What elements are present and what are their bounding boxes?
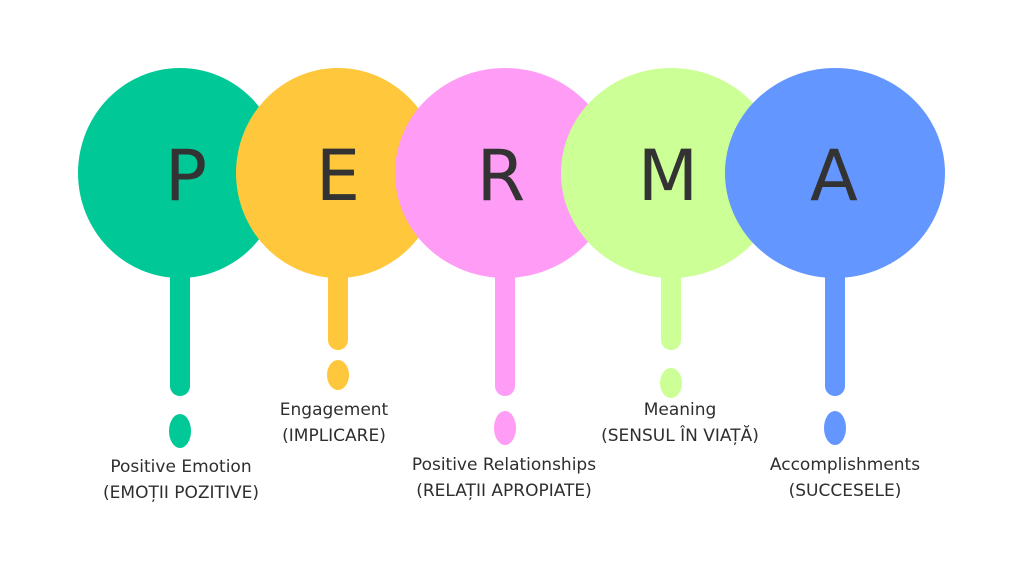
circle-a xyxy=(725,68,945,278)
caption-title: Meaning xyxy=(643,400,717,420)
stem-p xyxy=(170,250,190,396)
drop-r xyxy=(494,411,516,445)
drop-p xyxy=(169,414,191,448)
caption-engagement: Engagement (IMPLICARE) xyxy=(204,397,464,449)
drop-e xyxy=(327,360,349,390)
circle-e xyxy=(236,68,440,278)
stem-r xyxy=(495,250,515,396)
circle-p xyxy=(78,68,282,278)
circle-r xyxy=(395,68,615,278)
caption-subtitle: (SENSUL ÎN VIAȚĂ) xyxy=(601,426,759,446)
caption-positive-relationships: Positive Relationships (RELAȚII APROPIAT… xyxy=(374,452,634,504)
caption-subtitle: (RELAȚII APROPIATE) xyxy=(416,481,592,501)
caption-title: Accomplishments xyxy=(769,455,921,475)
caption-accomplishments: Accomplishments (SUCCESELE) xyxy=(715,452,975,504)
letter-p: P xyxy=(165,135,207,217)
circles xyxy=(78,68,945,278)
caption-title: Positive Emotion xyxy=(110,457,252,477)
drop-m xyxy=(660,368,682,398)
letter-m: M xyxy=(638,135,698,217)
caption-title: Positive Relationships xyxy=(411,455,597,475)
letter-e: E xyxy=(316,135,360,217)
letter-r: R xyxy=(477,135,526,217)
drop-a xyxy=(824,411,846,445)
letter-a: A xyxy=(810,135,858,217)
stem-a xyxy=(825,250,845,396)
caption-meaning: Meaning (SENSUL ÎN VIAȚĂ) xyxy=(550,397,810,449)
caption-title: Engagement xyxy=(279,400,389,420)
caption-subtitle: (EMOȚII POZITIVE) xyxy=(103,483,259,503)
caption-positive-emotion: Positive Emotion (EMOȚII POZITIVE) xyxy=(51,454,311,506)
letters: P E R M A xyxy=(165,135,858,217)
caption-subtitle: (IMPLICARE) xyxy=(282,426,386,446)
caption-subtitle: (SUCCESELE) xyxy=(788,481,902,501)
circle-m xyxy=(561,68,781,278)
drops xyxy=(169,360,846,448)
